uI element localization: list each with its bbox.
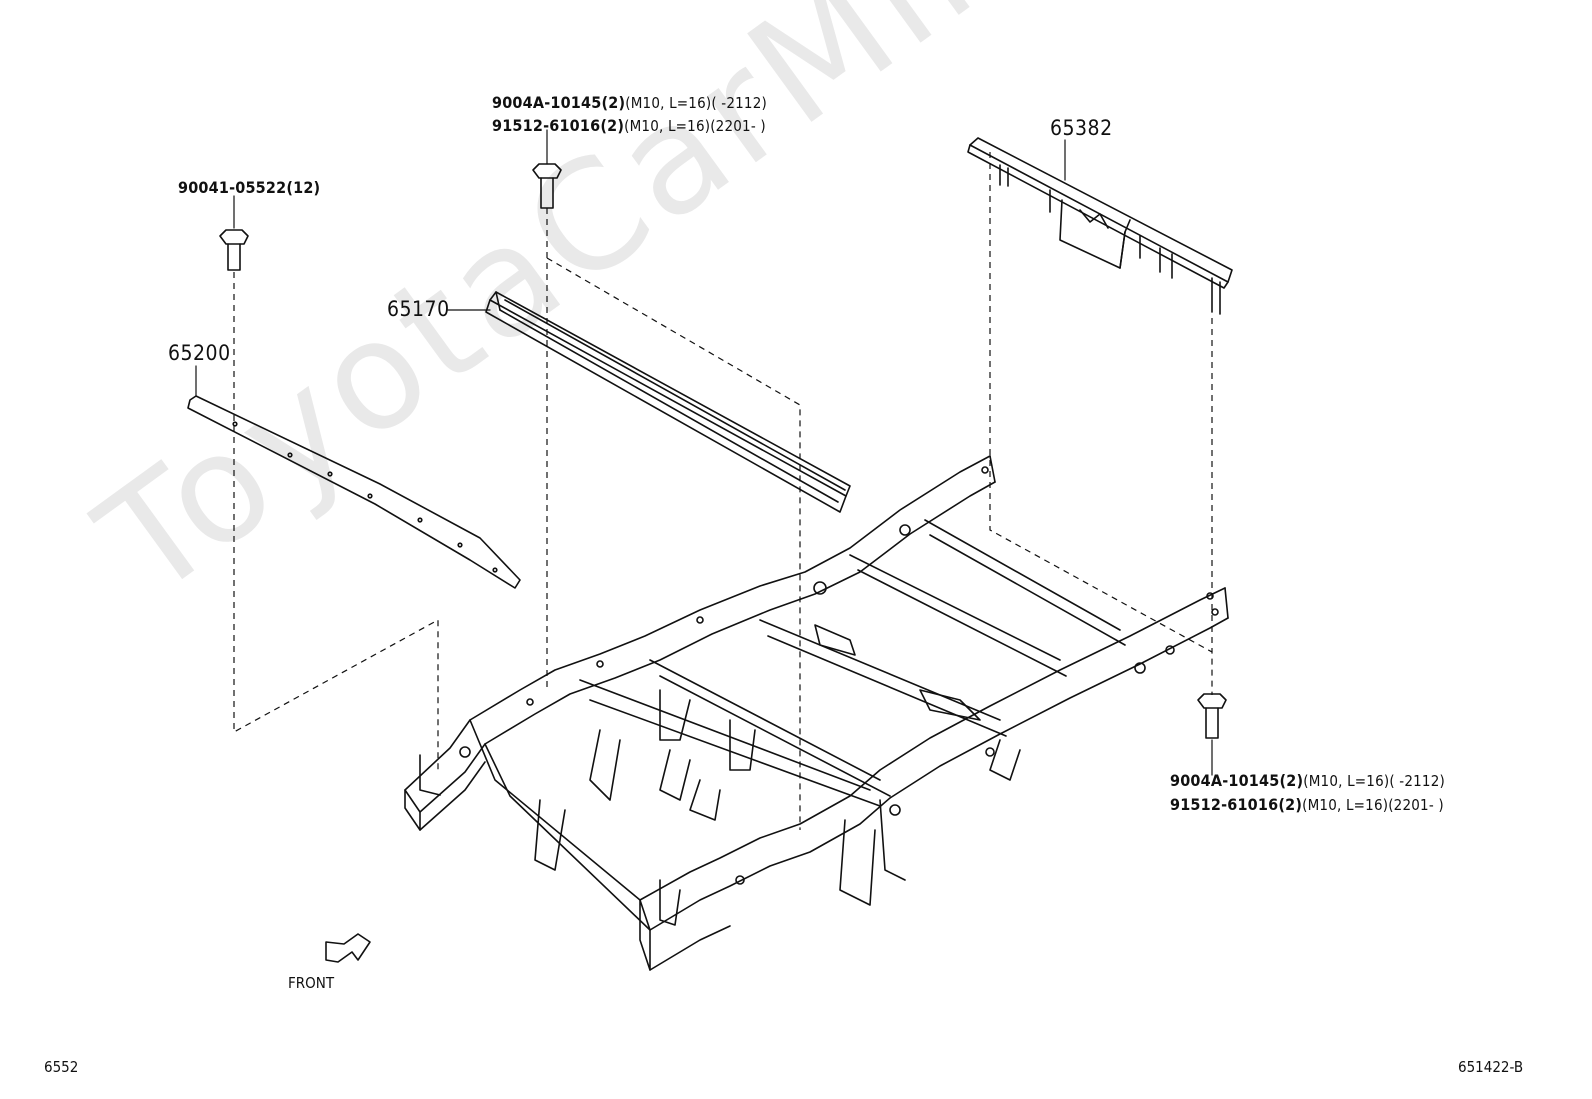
frame-holes xyxy=(459,466,1219,885)
part-number-65382: 65382 xyxy=(1050,116,1113,140)
frame-left-rail xyxy=(404,455,996,831)
bolt-top-callout-line2: 91512-61016(2)(M10, L=16)(2201- ) xyxy=(492,116,766,135)
front-label: FRONT xyxy=(288,974,335,992)
part-65170-channel xyxy=(485,291,851,513)
dashed-guides xyxy=(233,152,1213,830)
footer-left-code: 6552 xyxy=(44,1058,79,1076)
bolt-right-drawing xyxy=(1197,693,1227,739)
part-number-65200: 65200 xyxy=(168,341,231,365)
frame-brackets xyxy=(419,624,1021,926)
bolt-top-callout-line1: 9004A-10145(2)(M10, L=16)( -2112) xyxy=(492,93,767,112)
frame-cross-members xyxy=(469,519,1126,931)
part-65382-crossmember xyxy=(967,137,1233,315)
footer-right-code: 651422-B xyxy=(1458,1058,1524,1076)
bolt-left-drawing xyxy=(219,229,249,271)
frame-right-rail xyxy=(639,587,1229,971)
bolt-right-callout-line2: 91512-61016(2)(M10, L=16)(2201- ) xyxy=(1170,795,1444,814)
bolt-left-callout: 90041-05522(12) xyxy=(178,178,321,197)
bolt-right-callout-line1: 9004A-10145(2)(M10, L=16)( -2112) xyxy=(1170,771,1445,790)
part-number-65170: 65170 xyxy=(387,297,450,321)
front-arrow-icon xyxy=(325,933,371,963)
leader-lines xyxy=(195,129,1213,776)
part-65200-plate xyxy=(187,395,521,589)
bolt-top-drawing xyxy=(532,163,562,209)
